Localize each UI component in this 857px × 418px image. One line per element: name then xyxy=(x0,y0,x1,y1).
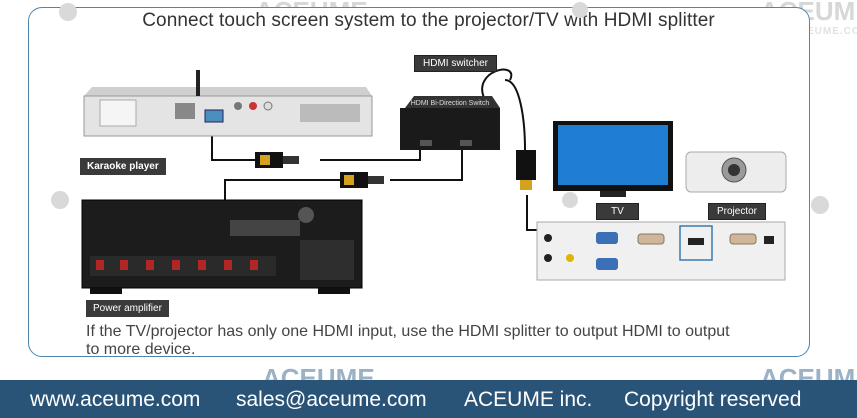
footer-website-link[interactable]: www.aceume.com xyxy=(30,388,201,411)
power-amplifier-label: Power amplifier xyxy=(86,300,169,317)
projector-label: Projector xyxy=(708,203,767,220)
power-amplifier-device xyxy=(81,199,363,294)
explanation-note: If the TV/projector has only one HDMI in… xyxy=(86,323,730,358)
karaoke-player-label: Karaoke player xyxy=(80,158,166,175)
tv-device xyxy=(553,121,673,197)
hdmi-switcher-label: HDMI switcher xyxy=(414,55,498,72)
footer-bar: www.aceume.com sales@aceume.com ACEUME i… xyxy=(0,380,857,418)
hdmi-switcher-device: HDMI Bi-Direction Switch xyxy=(400,96,500,150)
cable-player-to-switch xyxy=(211,135,262,161)
footer-email-link[interactable]: sales@aceume.com xyxy=(236,388,427,411)
switch-face-label: HDMI Bi-Direction Switch xyxy=(411,100,490,107)
cable-loop xyxy=(481,68,513,101)
footer-company: ACEUME inc. xyxy=(464,388,593,411)
cable-switch-to-projector xyxy=(504,79,526,151)
connection-panel xyxy=(536,221,786,281)
hdmi-plug-icon xyxy=(516,150,536,190)
cable-amp-to-switch xyxy=(224,179,340,195)
watermark-logo-icon xyxy=(51,2,829,214)
tv-label: TV xyxy=(596,203,639,220)
projector-device xyxy=(685,151,787,193)
cable-switch-out xyxy=(320,150,421,161)
diagram-title: Connect touch screen system to the proje… xyxy=(142,10,715,31)
footer-copyright: Copyright reserved xyxy=(624,388,802,411)
hdmi-plug-icon xyxy=(340,172,384,188)
hdmi-plug-icon xyxy=(255,152,299,168)
karaoke-player-device xyxy=(83,70,373,137)
cable-switch-to-amp-2 xyxy=(390,150,463,181)
